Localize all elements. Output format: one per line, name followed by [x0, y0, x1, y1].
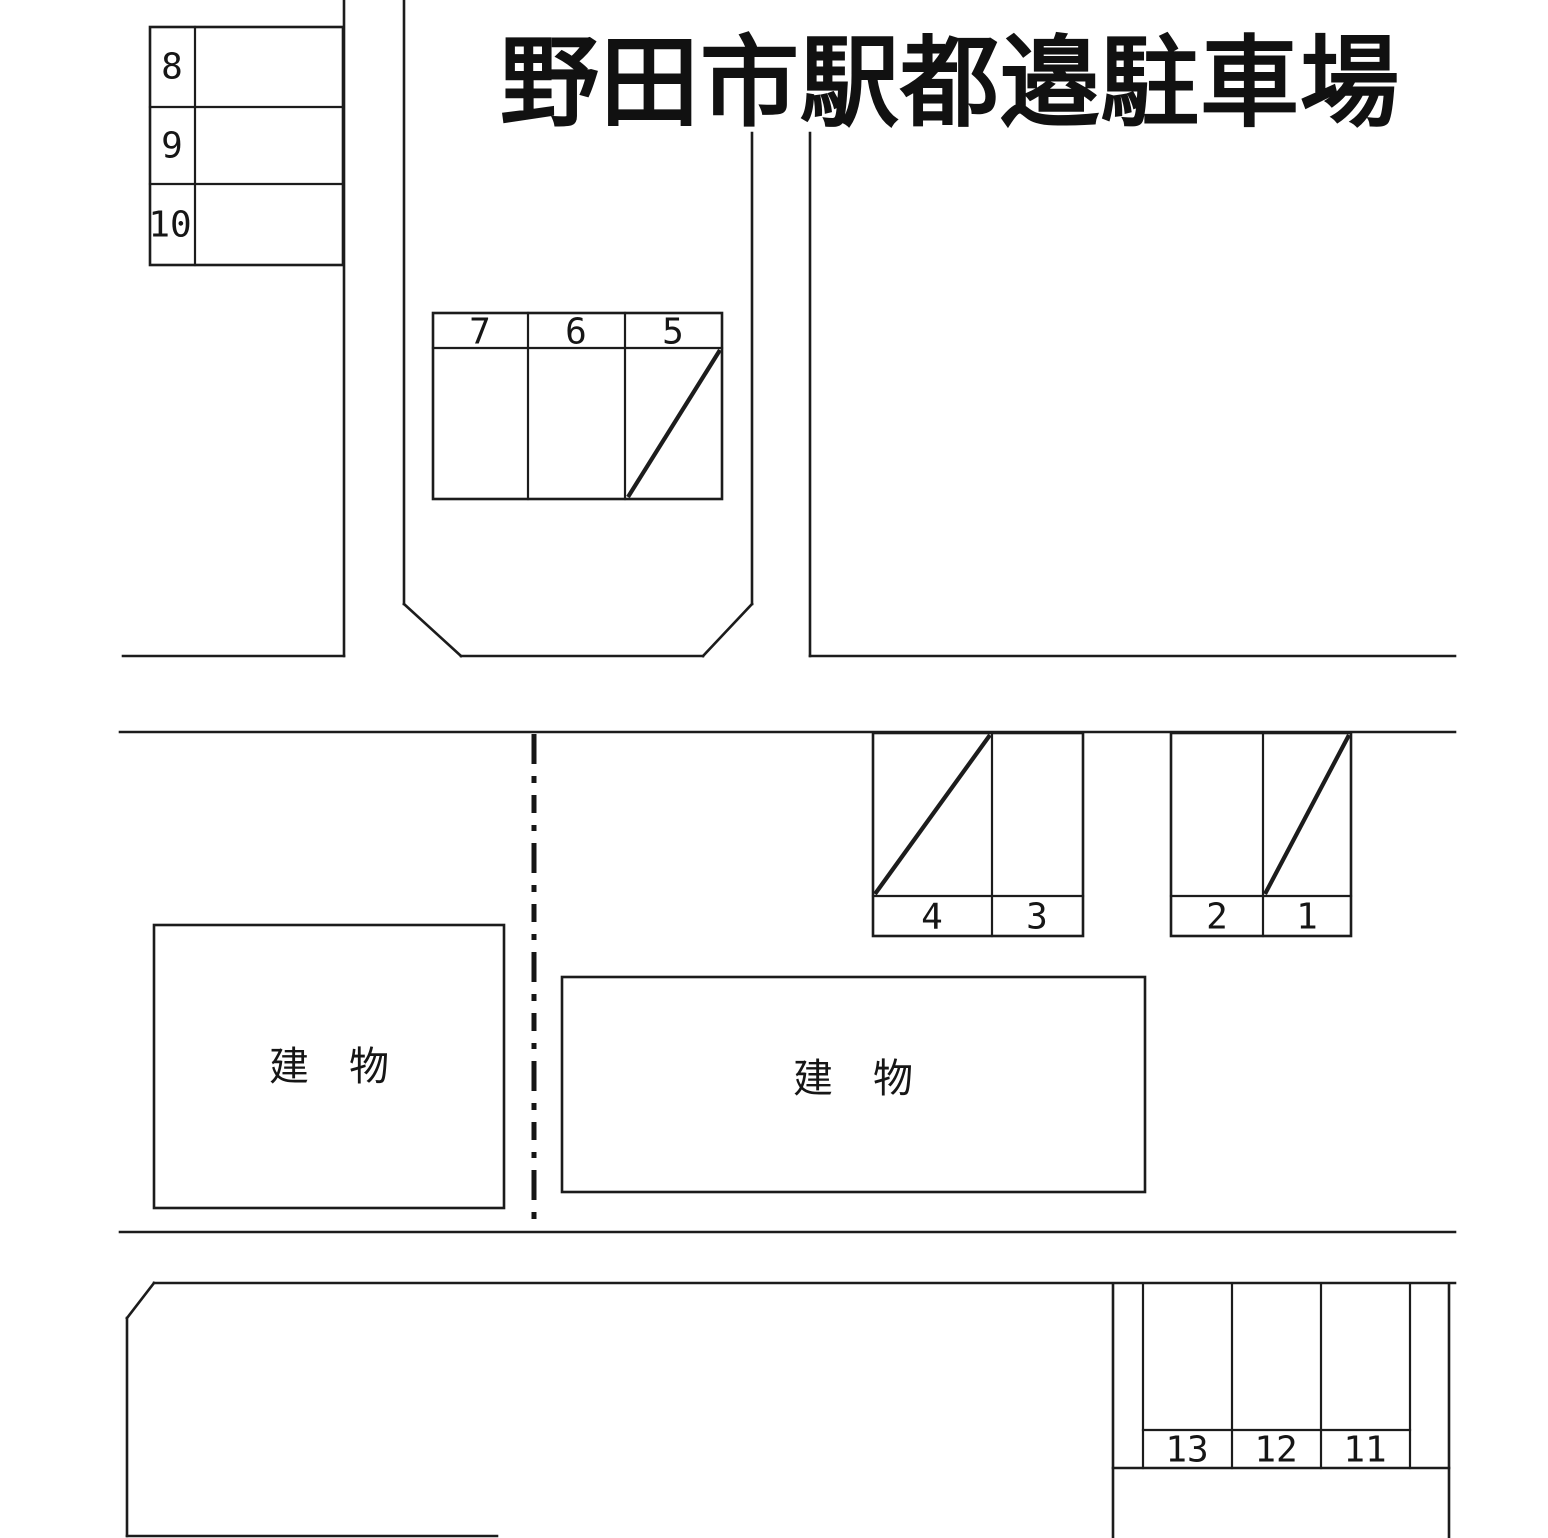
space-label-7: 7 [469, 312, 491, 353]
space-label-1: 1 [1296, 897, 1318, 938]
bottom-lot-bevel [125, 1281, 156, 1320]
building-label: 建 物 [269, 1045, 389, 1089]
road-corner-bevel-right [701, 602, 754, 658]
parking-group-left-column: 8 9 10 [148, 25, 345, 267]
stall-row-outline [431, 311, 724, 501]
building-outline [152, 923, 506, 1210]
parking-group-mid-right-a: 4 3 [871, 731, 1085, 938]
building-outline [560, 975, 1147, 1194]
space-label-12: 12 [1254, 1430, 1297, 1471]
building-left: 建 物 [152, 923, 506, 1210]
space-label-11: 11 [1343, 1430, 1386, 1471]
parking-group-upper-row: 7 6 5 [431, 311, 724, 501]
stall-block-outline [871, 731, 1085, 938]
stall-block-outline [1169, 731, 1353, 938]
space-label-13: 13 [1165, 1430, 1208, 1471]
road-lines [118, 0, 1457, 1538]
space-label-2: 2 [1206, 897, 1228, 938]
occupied-slash-space-5 [626, 348, 722, 499]
parking-group-mid-right-b: 2 1 [1169, 731, 1353, 938]
space-label-5: 5 [662, 312, 684, 353]
occupied-slash-space-1 [1263, 734, 1351, 895]
occupied-slash-space-4 [873, 733, 992, 896]
space-label-10: 10 [148, 205, 191, 246]
road-corner-bevel-left [402, 602, 463, 658]
space-label-6: 6 [565, 312, 587, 353]
building-right: 建 物 [560, 975, 1147, 1194]
space-label-9: 9 [161, 126, 183, 167]
parking-group-bottom-row: 13 12 11 [1111, 1282, 1451, 1471]
building-label: 建 物 [793, 1057, 913, 1101]
space-label-4: 4 [921, 897, 943, 938]
space-label-3: 3 [1026, 897, 1048, 938]
page-title: 野田市駅都邉駐車場 [500, 27, 1400, 138]
stall-column-outline [148, 25, 345, 267]
space-label-8: 8 [161, 47, 183, 88]
